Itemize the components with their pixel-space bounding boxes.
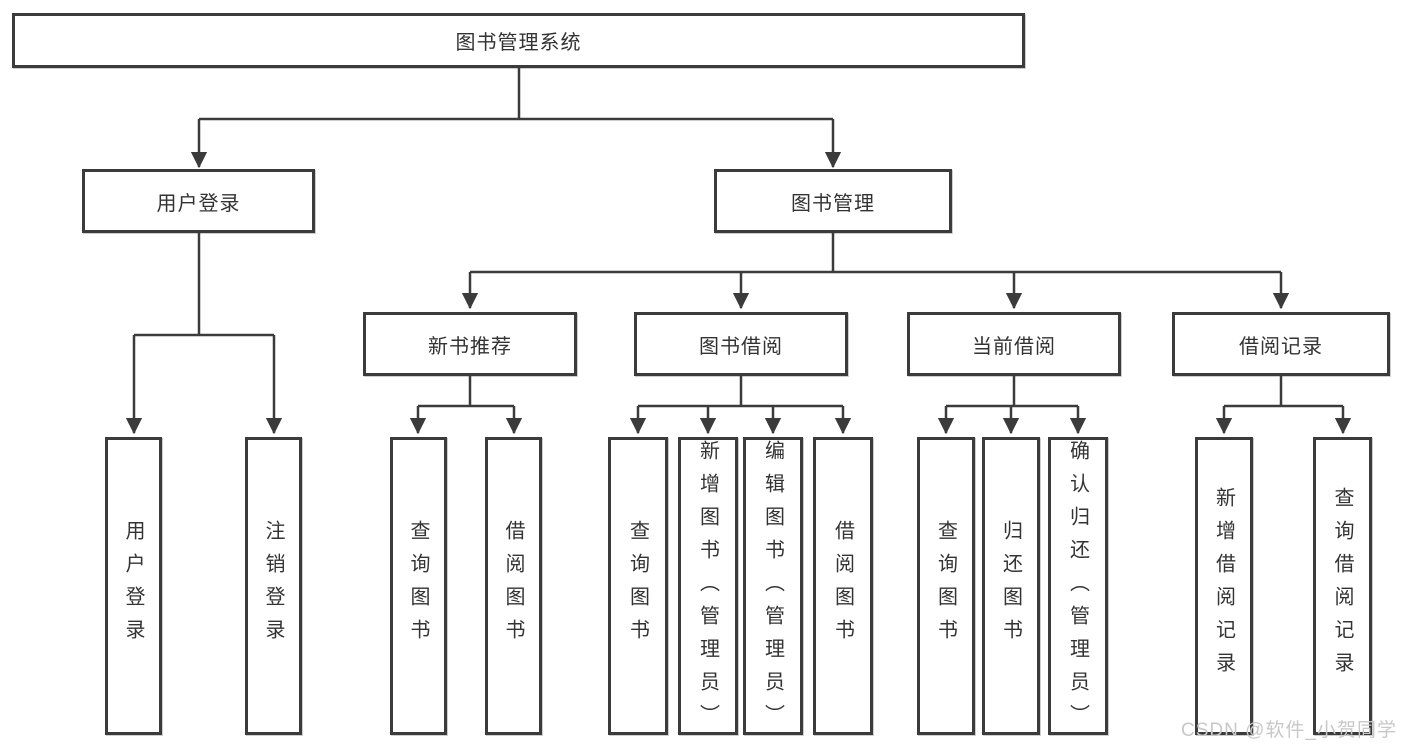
- connector-user-login-children: [125, 233, 283, 435]
- connector-root-to-level2: [190, 68, 842, 169]
- node-new-book-recommendation: 新书推荐: [363, 312, 577, 376]
- connector-book-borrowing-children: [629, 376, 852, 435]
- leaf-user-login: 用户登录: [105, 437, 162, 735]
- leaf-borrow-books-borrowing: 借阅图书: [813, 437, 873, 735]
- leaf-query-books-recommend: 查询图书: [390, 437, 447, 735]
- leaf-query-books-borrowing: 查询图书: [608, 437, 668, 735]
- leaf-borrow-books-recommend: 借阅图书: [485, 437, 542, 735]
- leaf-query-borrow-record: 查询借阅记录: [1313, 437, 1372, 735]
- node-borrowing-records: 借阅记录: [1172, 312, 1390, 376]
- leaf-add-books-admin: 新增图书（管理员）: [678, 437, 738, 737]
- node-current-borrowing: 当前借阅: [907, 312, 1121, 376]
- node-user-login: 用户登录: [82, 169, 315, 233]
- node-book-borrowing: 图书借阅: [634, 312, 848, 376]
- leaf-add-borrow-record: 新增借阅记录: [1195, 437, 1253, 735]
- node-root-library-management-system: 图书管理系统: [12, 13, 1025, 68]
- leaf-return-books: 归还图书: [982, 437, 1040, 735]
- leaf-confirm-return-admin: 确认归还（管理员）: [1048, 437, 1108, 737]
- connector-current-borrowing-children: [937, 376, 1087, 435]
- leaf-query-books-current: 查询图书: [917, 437, 975, 735]
- leaf-logout: 注销登录: [245, 437, 302, 735]
- connector-book-management-children: [461, 233, 1290, 310]
- node-book-management: 图书管理: [714, 169, 952, 233]
- leaf-edit-books-admin: 编辑图书（管理员）: [743, 437, 803, 737]
- csdn-watermark: CSDN @软件_小贺同学: [1181, 720, 1397, 741]
- connector-borrowing-records-children: [1215, 376, 1352, 435]
- connector-new-book-recommendation-children: [409, 376, 523, 435]
